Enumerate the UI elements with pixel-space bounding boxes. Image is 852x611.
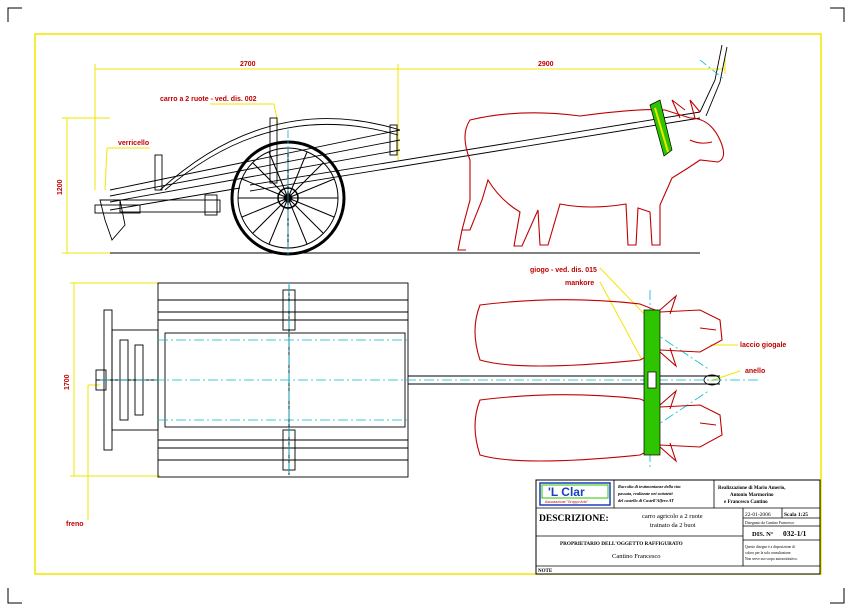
label-halter: laccio giogale bbox=[740, 342, 786, 349]
ox-side bbox=[457, 99, 725, 251]
authors-line-3: e Francesco Cantino bbox=[724, 500, 768, 505]
label-brake: freno bbox=[66, 521, 84, 528]
owner-label: PROPRIETARIO DELL'OGGETTO RAFFIGURATO bbox=[560, 541, 683, 547]
collection-line-2: passata, realizzate nei sottotetti bbox=[617, 491, 673, 496]
drawing-frame bbox=[34, 33, 822, 575]
collection-line-1: Raccolta di testimonianze della vita bbox=[618, 484, 681, 489]
dimension-pole-length: 2900 bbox=[538, 61, 554, 68]
description-label: DESCRIZIONE: bbox=[539, 514, 609, 524]
description-line-1: carro agricolo a 2 ruote bbox=[642, 513, 703, 520]
authors-line-1: Realizzazione di Mario Amerio, bbox=[718, 486, 786, 491]
logo-text: 'L Clar bbox=[548, 485, 585, 499]
yoke-top bbox=[643, 309, 661, 456]
drawing-scale: Scala 1:25 bbox=[784, 512, 808, 518]
notice-line-1: Questo disegno è a disposizione di bbox=[745, 545, 795, 549]
dimension-cart-length: 2700 bbox=[240, 61, 256, 68]
logo-subtitle: Associazione "Gruppo Arte" bbox=[545, 500, 589, 504]
notice-line-2: coloro per la sola consultazione. bbox=[745, 551, 792, 555]
yoke-side bbox=[649, 99, 673, 157]
label-cart-ref: carro a 2 ruote - ved. dis. 002 bbox=[160, 96, 257, 103]
top-view: 1700 giogo - ved. dis. 015 mankore lacci… bbox=[64, 267, 786, 528]
label-winch: verricello bbox=[118, 140, 149, 147]
authors-line-2: Antonio Marmorino bbox=[730, 493, 774, 498]
drawing-number-label: DIS. N° bbox=[752, 531, 774, 538]
notes-label: NOTE bbox=[538, 569, 553, 574]
collection-line-3: del castello di Castell'Alfero AT bbox=[618, 498, 674, 503]
dimension-height: 1200 bbox=[57, 179, 64, 195]
drawing-number: 032-1/1 bbox=[783, 529, 807, 538]
notice-line-3: Non serve uso scopo autosostitutivo. bbox=[745, 557, 798, 561]
drawn-by: Disegnato da Cantino Francesco bbox=[745, 521, 794, 525]
label-ring: anello bbox=[745, 368, 765, 375]
description-line-2: trainato da 2 buoi bbox=[650, 522, 696, 529]
crop-marks bbox=[7, 7, 845, 604]
dimension-width: 1700 bbox=[64, 374, 71, 390]
drawing-date: 22-01-2006 bbox=[745, 512, 771, 518]
label-collar: mankore bbox=[565, 280, 594, 287]
owner-name: Cantino Francesco bbox=[612, 553, 661, 560]
side-view: 2700 2900 1200 carro a 2 ruote - ved. di… bbox=[57, 44, 728, 256]
oxen-top bbox=[474, 294, 723, 463]
label-yoke-ref: giogo - ved. dis. 015 bbox=[530, 267, 597, 274]
title-block: 'L Clar Associazione "Gruppo Arte" Racco… bbox=[535, 479, 821, 575]
